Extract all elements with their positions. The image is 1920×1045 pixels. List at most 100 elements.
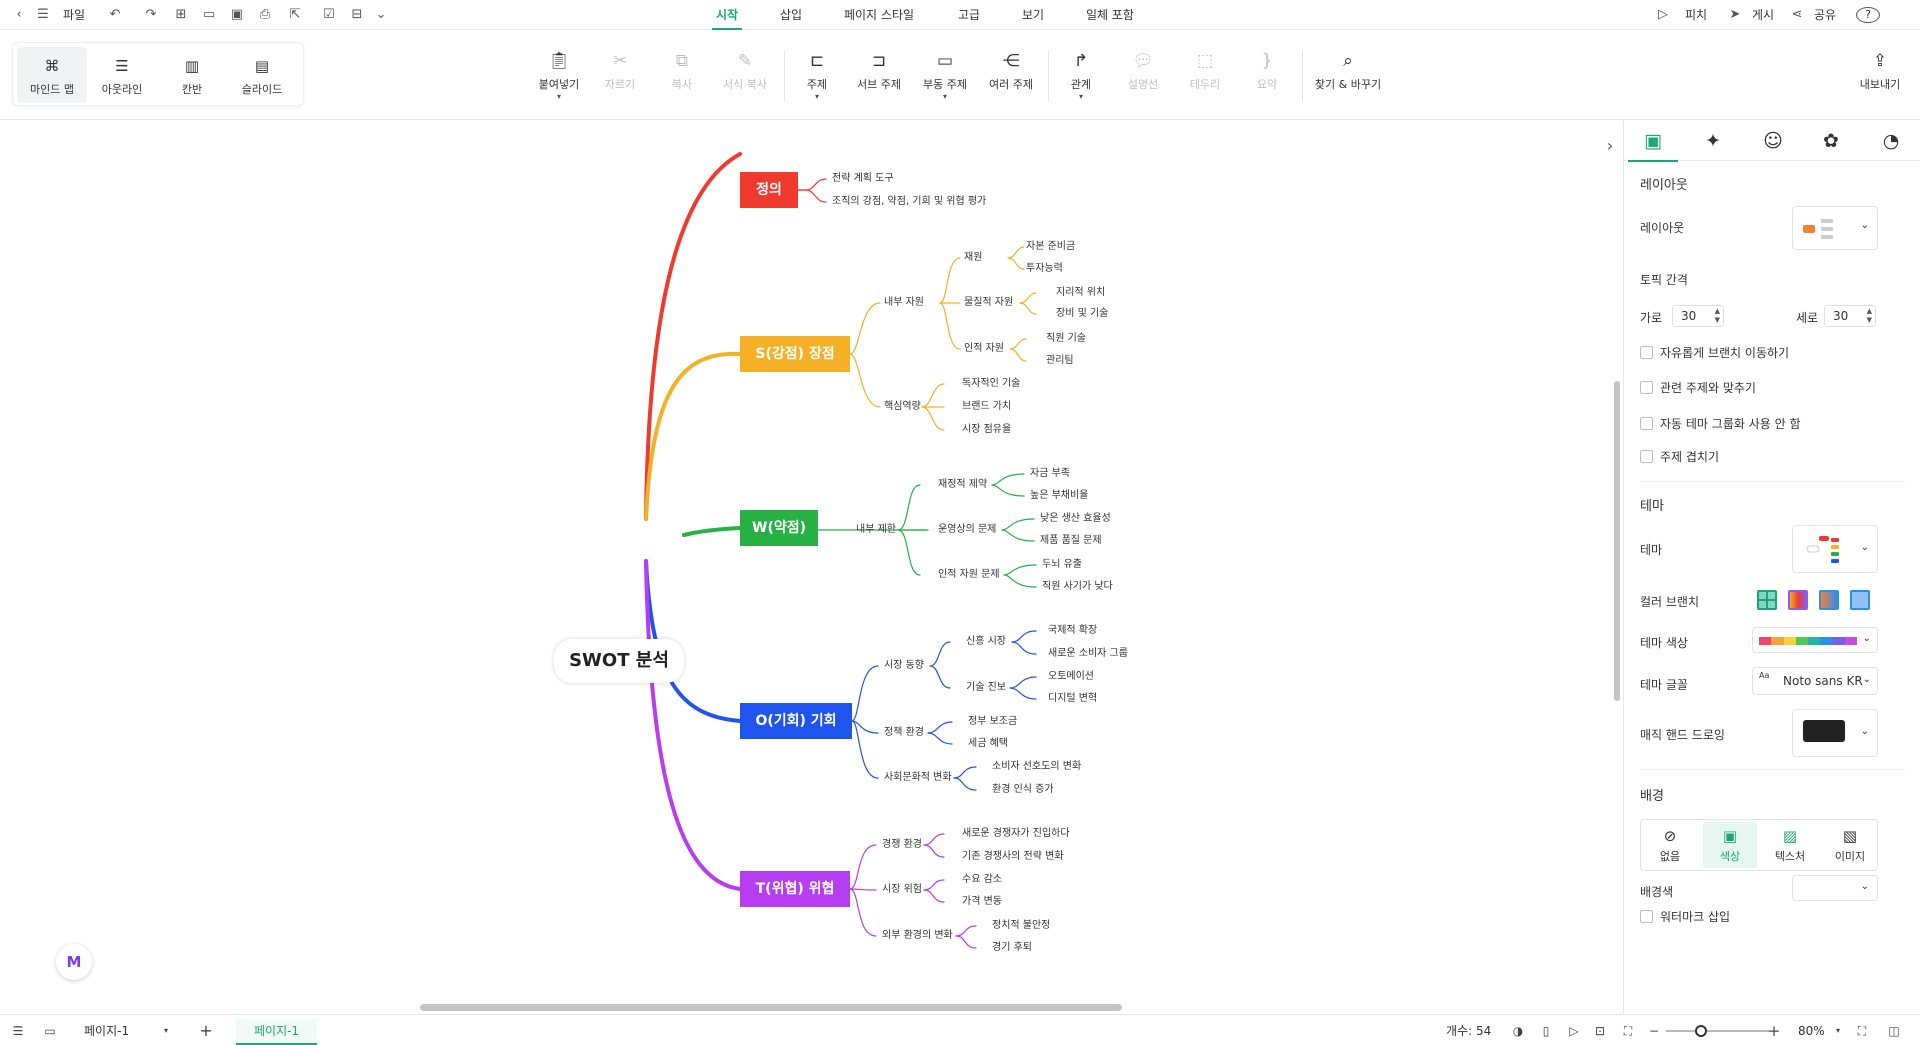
color-branch-option-1[interactable]	[1757, 590, 1777, 610]
subtopic[interactable]: 시장 위험	[882, 884, 922, 895]
stepper-icon[interactable]: ▲▼	[1866, 307, 1872, 324]
subtopic[interactable]: 기술 진보	[966, 682, 1006, 693]
chevron-down-icon[interactable]: ▾	[1835, 1026, 1840, 1035]
align-related-topics-checkbox[interactable]: 관련 주제와 맞추기	[1640, 380, 1756, 396]
color-branch-option-4[interactable]	[1850, 590, 1870, 610]
subtopic[interactable]: 제품 품질 문제	[1040, 535, 1102, 546]
publish-button[interactable]: 게시	[1751, 8, 1775, 22]
collapse-panel-icon[interactable]: ›	[1606, 136, 1614, 155]
cut-button[interactable]: ✂ 자르기	[604, 51, 636, 91]
subtopic[interactable]: 독자적인 기술	[962, 378, 1021, 389]
paste-button[interactable]: 📋︎ 붙여넣기 ▾	[530, 44, 588, 108]
print-icon[interactable]: ⎙	[259, 7, 271, 22]
subtopic[interactable]: 직원 기술	[1046, 333, 1086, 344]
chevron-down-icon[interactable]: ▾	[163, 1026, 168, 1035]
back-icon[interactable]: ‹	[16, 7, 22, 22]
topic-strength[interactable]: S(강점) 장점	[740, 336, 850, 372]
theme-select[interactable]: ⌄	[1792, 525, 1878, 573]
topic-weakness[interactable]: W(약점)	[740, 510, 818, 546]
subtopic[interactable]: 시장 동향	[884, 660, 924, 671]
vertical-scrollbar[interactable]	[1612, 121, 1622, 1014]
subtopic[interactable]: 가격 변동	[962, 896, 1002, 907]
ai-assistant-icon[interactable]: M	[56, 944, 92, 980]
file-menu[interactable]: 파일	[62, 8, 86, 22]
subtopic[interactable]: 조직의 강점, 약점, 기회 및 위협 평가	[832, 196, 987, 207]
zoom-in-icon[interactable]: +	[1767, 1022, 1781, 1040]
subtopic[interactable]: 정책 환경	[884, 727, 924, 738]
subtopic[interactable]: 새로운 경쟁자가 진입하다	[962, 828, 1070, 839]
share-button[interactable]: 공유	[1813, 8, 1837, 22]
zoom-slider-knob[interactable]	[1695, 1025, 1707, 1037]
subtopic[interactable]: 신흥 시장	[966, 636, 1006, 647]
subtopic[interactable]: 소비자 선호도의 변화	[992, 761, 1082, 772]
subtopic[interactable]: 세금 혜택	[968, 738, 1008, 749]
subtopic[interactable]: 핵심역량	[884, 401, 921, 412]
topic-overlap-checkbox[interactable]: 주제 겹치기	[1640, 449, 1719, 465]
subtopic[interactable]: 인적 자원 문제	[938, 569, 1000, 580]
checklist-icon[interactable]: ☑	[323, 7, 335, 22]
find-replace-button[interactable]: ⌕ 찾기 & 바꾸기	[1314, 51, 1382, 91]
tab-advanced[interactable]: 고급	[957, 8, 981, 22]
theme-tab-icon[interactable]: ◔	[1882, 130, 1900, 152]
subtopic[interactable]: 정부 보조금	[968, 716, 1018, 727]
export-button[interactable]: ⇪ 내보내기	[1859, 51, 1901, 91]
hand-drawing-select[interactable]: ⌄	[1792, 709, 1878, 757]
theme-mode-icon[interactable]: ◑	[1512, 1024, 1524, 1038]
page-select[interactable]: 페이지-1	[84, 1024, 130, 1038]
view-mindmap-button[interactable]: ⌘ 마인드 맵	[17, 47, 87, 103]
copy-button[interactable]: ⧉ 복사	[671, 51, 693, 91]
floating-topic-button[interactable]: ▭ 부동 주제 ▾	[916, 44, 974, 108]
subtopic[interactable]: 물질적 자원	[964, 297, 1014, 308]
view-outline-button[interactable]: ☰ 아웃라인	[101, 57, 143, 96]
tab-view[interactable]: 보기	[1021, 8, 1045, 22]
subtopic[interactable]: 직원 사기가 낮다	[1042, 581, 1113, 592]
vertical-spacing-input[interactable]: 30 ▲▼	[1824, 305, 1876, 327]
subtopic[interactable]: 국제적 확장	[1048, 625, 1098, 636]
fit-page-icon[interactable]: ⊡	[1594, 1024, 1606, 1038]
subtopic[interactable]: 사회문화적 변화	[884, 772, 952, 783]
tab-page-style[interactable]: 페이지 스타일	[843, 8, 915, 22]
help-button[interactable]: ?	[1856, 7, 1880, 23]
subtopic[interactable]: 높은 부채비율	[1030, 490, 1089, 501]
subtopic[interactable]: 장비 및 기술	[1056, 308, 1109, 319]
new-file-icon[interactable]: ⊞	[175, 7, 187, 22]
bg-image-button[interactable]: ▧ 이미지	[1823, 822, 1877, 868]
mindmap-canvas[interactable]: SWOT 분석 정의 S(강점) 장점 W(약점) O(기회) 기회 T(위협)…	[0, 121, 1612, 1014]
subtopic[interactable]: 경쟁 환경	[882, 839, 922, 850]
add-page-icon[interactable]: +	[199, 1021, 213, 1040]
panel-toggle-icon[interactable]: ◫	[1888, 1024, 1900, 1038]
topic-definition[interactable]: 정의	[740, 172, 798, 208]
subtopic[interactable]: 기존 경쟁사의 전략 변화	[962, 851, 1064, 862]
view-kanban-button[interactable]: ▥ 칸반	[181, 57, 203, 96]
tab-start[interactable]: 시작	[704, 0, 750, 30]
redo-icon[interactable]: ↷	[145, 7, 157, 22]
page-tab[interactable]: 페이지-1	[236, 1019, 318, 1045]
subtopic[interactable]: 디지털 변혁	[1048, 693, 1098, 704]
subtopic[interactable]: 전략 계획 도구	[832, 173, 894, 184]
bg-color-select[interactable]: ⌄	[1792, 875, 1878, 901]
layout-select[interactable]: ⌄	[1792, 206, 1878, 250]
watermark-checkbox[interactable]: 워터마크 삽입	[1640, 909, 1730, 925]
subtopic[interactable]: 내부 자원	[884, 297, 924, 308]
undo-icon[interactable]: ↶	[109, 7, 121, 22]
save-as-icon[interactable]: ⊟	[351, 7, 363, 22]
hamburger-icon[interactable]: ☰	[37, 7, 49, 22]
zoom-slider[interactable]	[1666, 1025, 1770, 1037]
subtopic[interactable]: 인적 자원	[964, 343, 1004, 354]
play-icon[interactable]: ▷	[1569, 1024, 1579, 1038]
disable-auto-theme-group-checkbox[interactable]: 자동 테마 그룹화 사용 안 함	[1640, 416, 1801, 432]
topic-opportunity[interactable]: O(기회) 기회	[740, 703, 852, 739]
root-topic[interactable]: SWOT 분석	[554, 639, 684, 683]
stepper-icon[interactable]: ▲▼	[1714, 307, 1720, 324]
page-view-icon[interactable]: ▭	[44, 1024, 56, 1038]
theme-font-select[interactable]: Aa Noto sans KR ⌄	[1752, 667, 1878, 695]
open-folder-icon[interactable]: ▭	[202, 7, 216, 22]
ai-magic-tab-icon[interactable]: ✦	[1705, 130, 1721, 152]
bg-texture-button[interactable]: ▨ 텍스처	[1763, 822, 1817, 868]
color-branch-option-3[interactable]	[1819, 590, 1839, 610]
book-view-icon[interactable]: ▯	[1542, 1024, 1550, 1038]
topic-button[interactable]: ⊏ 주제 ▾	[794, 44, 840, 108]
subtopic[interactable]: 재정적 제약	[938, 479, 988, 490]
free-branch-move-checkbox[interactable]: 자유롭게 브랜치 이동하기	[1640, 345, 1789, 361]
theme-color-select[interactable]: ⌄	[1752, 627, 1878, 653]
